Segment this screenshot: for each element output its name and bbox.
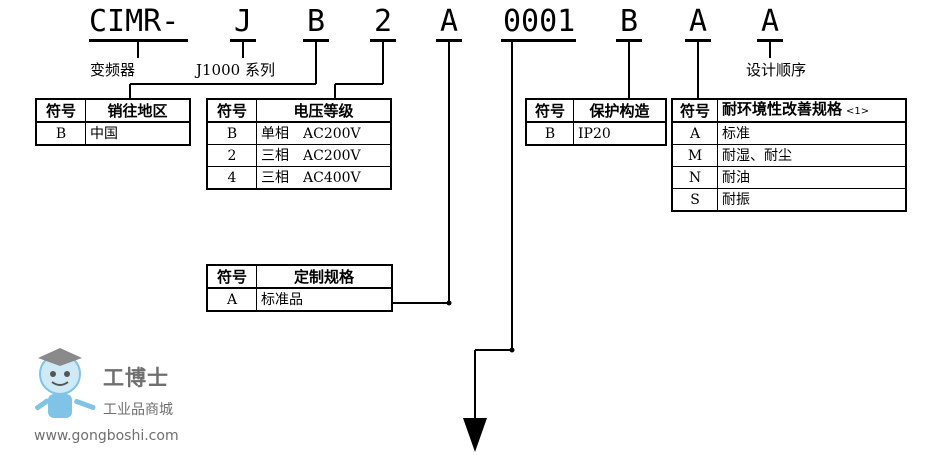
region-table-header-symbol: 符号 [35,98,86,123]
code-design: A [761,4,780,39]
protection-table-header-name: 保护构造 [573,98,667,123]
environment-table-cell: 标准 [717,121,907,145]
region-table: 符号 销往地区 B 中国 [35,98,191,146]
code-series: J [234,4,253,39]
code-protection-underline [616,39,642,42]
environment-table: 符号 耐环境性改善规格<1> A 标准 M 耐湿、耐尘 N 耐油 S 耐振 [671,98,907,212]
code-capacity: 0001 [503,4,576,39]
code-environment-underline [685,39,711,42]
table-row: A 标准 [671,121,907,145]
environment-table-cell: 耐振 [717,188,907,212]
table-row: A 标准品 [206,287,393,312]
code-design-underline [757,39,783,42]
code-protection: B [620,4,639,39]
code-custom: A [440,4,459,39]
voltage-table-cell: 三相 AC400V [256,166,392,190]
label-inverter: 变频器 [90,61,136,79]
label-design-order: 设计顺序 [746,61,807,79]
protection-table-cell: IP20 [573,121,667,146]
code-custom-underline [436,39,462,42]
table-row: 4 三相 AC400V [206,166,392,190]
code-voltage-underline [370,39,396,42]
table-row: 2 三相 AC200V [206,144,392,167]
environment-table-header-symbol: 符号 [671,98,718,123]
region-table-header-name: 销往地区 [85,98,191,123]
protection-table: 符号 保护构造 B IP20 [525,98,667,146]
code-capacity-underline [501,39,576,42]
custom-table-cell: A [206,287,257,312]
environment-table-header-label: 耐环境性改善规格 [722,100,843,118]
environment-table-cell: S [671,188,718,212]
down-arrow-icon [463,418,487,452]
custom-table-cell: 标准品 [256,287,393,312]
table-row: N 耐油 [671,166,907,189]
code-environment: A [689,4,708,39]
table-row: B 单相 AC200V [206,121,392,145]
table-row: B 中国 [35,121,191,146]
custom-table: 符号 定制规格 A 标准品 [206,264,393,312]
voltage-table-cell: 单相 AC200V [256,121,392,145]
table-row: S 耐振 [671,188,907,212]
voltage-table-cell: 三相 AC200V [256,144,392,167]
watermark-url: www.gongboshi.com [34,428,179,444]
region-table-cell: B [35,121,86,146]
code-prefix-underline [89,39,188,42]
environment-table-header-name: 耐环境性改善规格<1> [717,98,907,123]
voltage-table-cell: B [206,121,257,145]
code-region: B [307,4,326,39]
environment-table-cell: A [671,121,718,145]
voltage-table-header-name: 电压等级 [256,98,392,123]
custom-table-header-name: 定制规格 [256,264,393,289]
mascot-logo-icon [35,348,96,418]
voltage-table-cell: 2 [206,144,257,167]
table-row: M 耐湿、耐尘 [671,144,907,167]
code-voltage: 2 [374,4,393,39]
custom-table-header-symbol: 符号 [206,264,257,289]
protection-table-header-symbol: 符号 [525,98,574,123]
voltage-table-cell: 4 [206,166,257,190]
region-table-cell: 中国 [85,121,191,146]
watermark-subtitle: 工业品商城 [103,402,173,418]
watermark-brand: 工博士 [103,365,169,390]
protection-table-cell: B [525,121,574,146]
environment-note: <1> [846,106,870,117]
voltage-table: 符号 电压等级 B 单相 AC200V 2 三相 AC200V 4 三相 AC4… [206,98,392,190]
table-row: B IP20 [525,121,667,146]
code-series-underline [230,39,256,42]
environment-table-cell: 耐湿、耐尘 [717,144,907,167]
environment-table-cell: 耐油 [717,166,907,189]
label-series: J1000 系列 [196,61,275,79]
voltage-table-header-symbol: 符号 [206,98,257,123]
code-region-underline [303,39,329,42]
environment-table-cell: M [671,144,718,167]
code-prefix: CIMR- [89,4,180,39]
environment-table-cell: N [671,166,718,189]
